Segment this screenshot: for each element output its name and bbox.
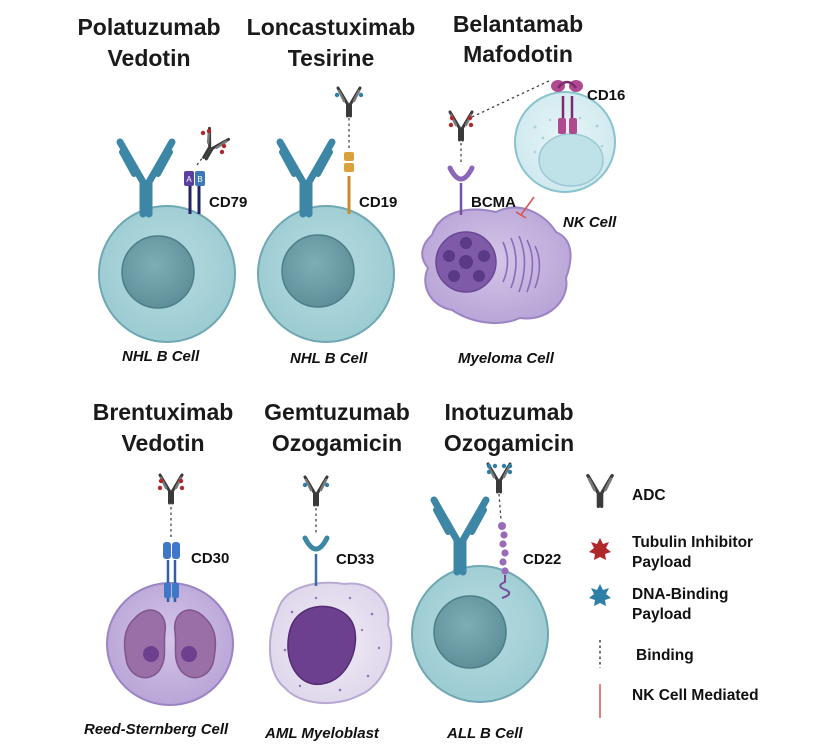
legend-dna-line2: Payload [632,606,691,623]
tubulin-payload-icon [589,538,611,560]
panel-loncastuximab: CD19 NHL B Cell [257,86,397,367]
cell-label: ALL B Cell [446,725,523,742]
adc-icon [336,86,362,118]
cell-label: NHL B Cell [290,350,368,367]
panel-gemtuzumab: CD33 AML Myeloblast [264,475,393,742]
cd79-subunit-b: B [197,175,202,184]
drug-title-line1: Belantamab [453,11,583,37]
dna-payload-icon [589,584,611,606]
nk-inhibition-icon [515,196,535,219]
drug-title-line2: Vedotin [107,45,190,71]
target-label-cd33: CD33 [336,551,374,568]
cell-nucleus [281,234,355,308]
adc-icon [586,473,614,509]
cd33-receptor-icon [302,535,330,586]
drug-title-line1: Polatuzumab [77,14,220,40]
title-polatuzumab: Polatuzumab Vedotin [77,14,220,71]
legend-adc: ADC [586,473,666,509]
legend-dna-line1: DNA-Binding [632,586,728,603]
drug-title-line2: Vedotin [121,430,204,456]
cd79-subunit-a: A [186,175,192,184]
drug-title-line2: Ozogamicin [272,430,402,456]
target-label-cd16: CD16 [587,87,625,104]
legend-nk: NK Cell Mediated [599,684,759,718]
drug-title-line2: Tesirine [288,45,375,71]
target-label-bcma: BCMA [471,194,516,211]
cell-label: NHL B Cell [122,348,200,365]
drug-title-line2: Ozogamicin [444,430,574,456]
panel-belantamab: CD16 NK Cell [421,79,625,367]
antibody-icon [120,142,172,214]
legend-tubulin-line1: Tubulin Inhibitor [632,534,753,551]
cd79-receptor-icon: A B [184,171,205,214]
cell-label: AML Myeloblast [264,725,380,742]
panel-brentuximab: CD30 Reed-Sternberg Cell [84,473,234,738]
cd19-receptor-icon [344,152,354,214]
legend-nk-label: NK Cell Mediated [632,687,759,704]
antibody-icon [434,500,486,572]
aml-nucleus [287,605,357,686]
legend-tubulin-line2: Payload [632,554,691,571]
cell-nucleus [121,235,195,309]
legend-tubulin: Tubulin Inhibitor Payload [589,534,753,571]
cell-label: Myeloma Cell [458,350,555,367]
drug-title-line2: Mafodotin [463,41,573,67]
title-belantamab: Belantamab Mafodotin [453,11,583,67]
adc-icon [448,110,474,142]
cell-nucleus [433,595,507,669]
title-gemtuzumab: Gemtuzumab Ozogamicin [264,399,410,456]
drug-title-line1: Loncastuximab [247,14,416,40]
panel-polatuzumab: A B CD79 NHL B Cell [98,126,247,365]
legend: ADC Tubulin Inhibitor Payload DNA-Bindin… [586,473,759,718]
legend-binding: Binding [599,640,694,668]
legend-binding-label: Binding [636,647,694,664]
cell-label: Reed-Sternberg Cell [84,721,229,738]
cd30-receptor-icon [163,542,180,602]
adc-icon [303,475,329,507]
drug-title-line1: Gemtuzumab [264,399,410,425]
title-loncastuximab: Loncastuximab Tesirine [247,14,416,71]
target-label-cd79: CD79 [209,194,247,211]
cd22-receptor-icon [498,522,511,599]
panel-inotuzumab: CD22 ALL B Cell [411,462,561,742]
bcma-receptor-icon [447,165,475,215]
nk-nucleus [538,133,604,187]
target-label-cd22: CD22 [523,551,561,568]
target-label-cd19: CD19 [359,194,397,211]
legend-adc-label: ADC [632,487,666,504]
legend-dna: DNA-Binding Payload [589,584,728,623]
title-inotuzumab: Inotuzumab Ozogamicin [444,399,574,456]
cd16-receptor-icon [551,80,583,134]
adc-icon [158,473,184,505]
antibody-icon [280,142,332,214]
target-label-cd30: CD30 [191,550,229,567]
title-brentuximab: Brentuximab Vedotin [93,399,234,456]
drug-title-line1: Brentuximab [93,399,234,425]
nk-cell-label: NK Cell [563,214,617,231]
adc-icon [486,462,512,494]
drug-title-line1: Inotuzumab [444,399,573,425]
